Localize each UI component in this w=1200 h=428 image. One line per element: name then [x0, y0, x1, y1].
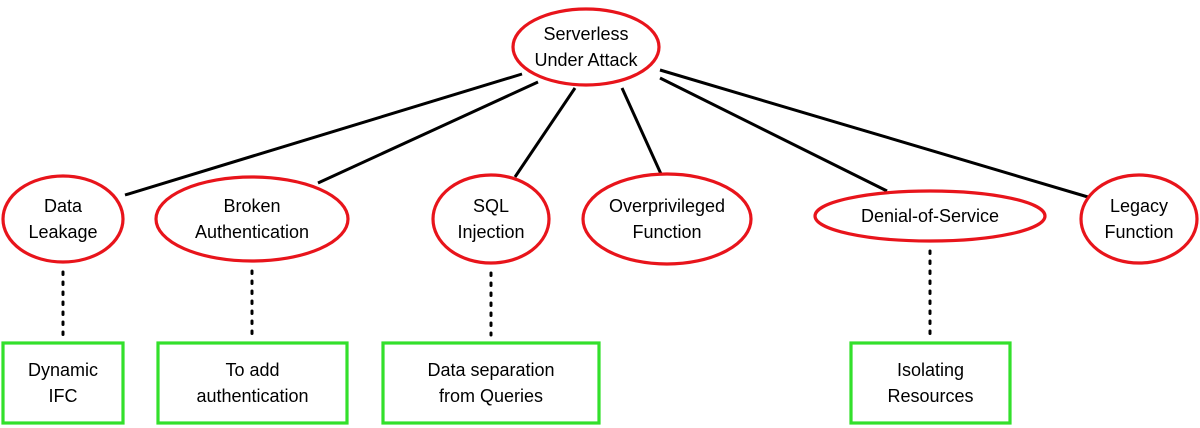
threat-data-leakage-label-line-2: Leakage — [28, 222, 97, 242]
mitigation-node-to-add-authentication: To add authentication — [156, 341, 349, 425]
threat-legacy-function-label-line-1: Legacy — [1110, 196, 1168, 216]
threat-node-denial-of-service: Denial-of-Service — [813, 189, 1047, 243]
threat-denial-of-service-label-line-1: Denial-of-Service — [861, 206, 999, 226]
edge-root-to-sql-injection — [513, 87, 577, 178]
root-node-label-line-2: Under Attack — [534, 50, 638, 70]
mitigation-isolating-resources-label-line-2: Resources — [887, 386, 973, 406]
threat-sql-injection-label-line-2: Injection — [457, 222, 524, 242]
threat-broken-authentication-label-line-1: Broken — [223, 196, 280, 216]
root-node-label-line-1: Serverless — [543, 24, 628, 44]
edge-root-to-overprivileged-function — [620, 87, 663, 175]
threat-overprivileged-function-label-line-2: Function — [632, 222, 701, 242]
threat-ellipse-sql-injection — [431, 173, 551, 265]
mitigation-box-isolating-resources — [849, 341, 1012, 425]
mitigation-data-separation-label-line-2: from Queries — [439, 386, 543, 406]
edge-root-to-legacy-function — [659, 68, 1089, 199]
mitigation-box-dynamic-ifc — [1, 341, 125, 425]
mitigation-isolating-resources-label-line-1: Isolating — [897, 360, 964, 380]
root-node-ellipse — [511, 7, 661, 87]
threat-broken-authentication-label-line-2: Authentication — [195, 222, 309, 242]
mitigation-data-separation-label-line-1: Data separation — [427, 360, 554, 380]
edge-root-to-broken-authentication — [317, 80, 539, 185]
mitigation-box-data-separation — [381, 341, 601, 425]
threat-overprivileged-function-label-line-1: Overprivileged — [609, 196, 725, 216]
edge-root-to-denial-of-service — [659, 76, 888, 193]
mitigation-node-data-separation: Data separation from Queries — [381, 341, 601, 425]
threat-data-leakage-label-line-1: Data — [44, 196, 83, 216]
threat-ellipse-broken-authentication — [154, 175, 350, 263]
threat-node-sql-injection: SQL Injection — [431, 173, 551, 265]
threat-sql-injection-label-line-1: SQL — [473, 196, 509, 216]
edge-root-to-data-leakage — [124, 72, 523, 197]
threat-ellipse-data-leakage — [1, 174, 125, 264]
threat-ellipse-overprivileged-function — [581, 172, 753, 266]
mitigation-dynamic-ifc-label-line-1: Dynamic — [28, 360, 98, 380]
mitigation-to-add-authentication-label-line-1: To add — [225, 360, 279, 380]
threat-legacy-function-label-line-2: Function — [1104, 222, 1173, 242]
mitigation-dynamic-ifc-label-line-2: IFC — [49, 386, 78, 406]
threat-ellipse-legacy-function — [1079, 173, 1199, 265]
mitigation-box-to-add-authentication — [156, 341, 349, 425]
mitigation-to-add-authentication-label-line-2: authentication — [196, 386, 308, 406]
threat-ellipse-denial-of-service — [813, 189, 1047, 243]
